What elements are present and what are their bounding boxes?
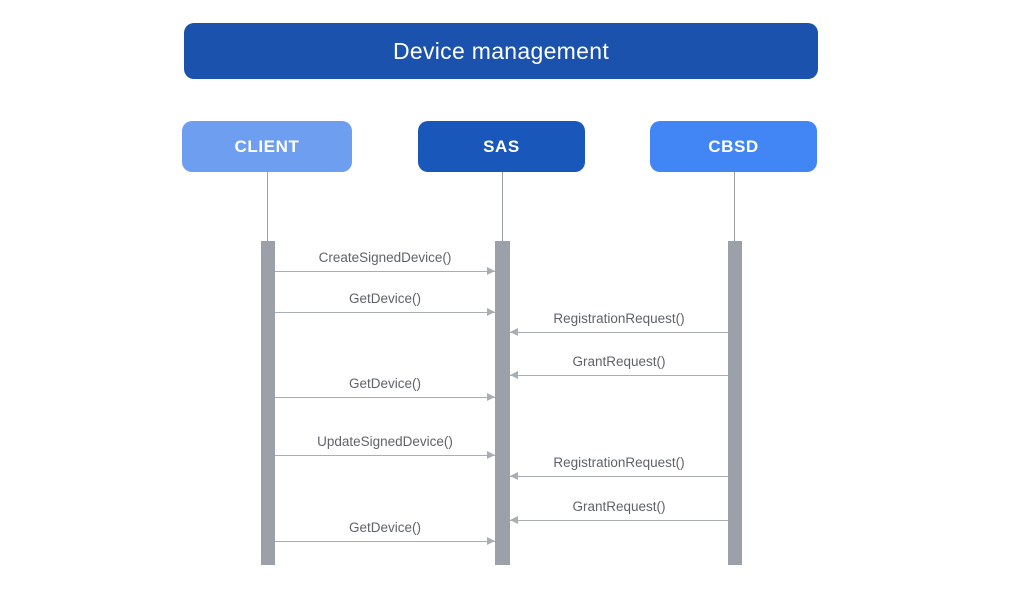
message-7-cbsd-to-sas: RegistrationRequest() xyxy=(510,449,728,480)
diagram-title: Device management xyxy=(392,37,610,64)
message-arrow-line xyxy=(510,374,728,376)
message-arrow-line xyxy=(510,475,728,477)
message-arrow-line xyxy=(275,270,495,272)
actor-sas-label: SAS xyxy=(483,136,520,156)
sas-activation-bar xyxy=(495,241,510,565)
arrowhead-left-icon xyxy=(510,371,518,379)
actor-sas: SAS xyxy=(418,121,585,172)
message-label: UpdateSignedDevice() xyxy=(317,434,453,449)
arrowhead-left-icon xyxy=(510,472,518,480)
arrowhead-right-icon xyxy=(487,537,495,545)
arrowhead-right-icon xyxy=(487,451,495,459)
message-label: GrantRequest() xyxy=(572,354,666,369)
actor-client-label: CLIENT xyxy=(234,136,300,156)
message-arrow-line xyxy=(275,454,495,456)
message-9-client-to-sas: GetDevice() xyxy=(275,514,495,545)
arrowhead-left-icon xyxy=(510,516,518,524)
arrowhead-right-icon xyxy=(487,308,495,316)
client-activation-bar xyxy=(261,241,275,565)
message-6-client-to-sas: UpdateSignedDevice() xyxy=(275,428,495,459)
message-3-cbsd-to-sas: RegistrationRequest() xyxy=(510,305,728,336)
diagram-title-bar: Device management xyxy=(184,23,818,79)
message-arrow-line xyxy=(510,331,728,333)
message-label: GetDevice() xyxy=(348,520,421,535)
message-label: CreateSignedDevice() xyxy=(318,250,452,265)
client-lifeline xyxy=(267,172,268,241)
message-4-cbsd-to-sas: GrantRequest() xyxy=(510,348,728,379)
message-5-client-to-sas: GetDevice() xyxy=(275,370,495,401)
message-label: RegistrationRequest() xyxy=(553,311,685,326)
arrowhead-right-icon xyxy=(487,393,495,401)
message-1-client-to-sas: CreateSignedDevice() xyxy=(275,244,495,275)
sas-lifeline xyxy=(502,172,503,241)
arrowhead-right-icon xyxy=(487,267,495,275)
message-8-cbsd-to-sas: GrantRequest() xyxy=(510,493,728,524)
message-label: GrantRequest() xyxy=(572,499,666,514)
cbsd-lifeline xyxy=(734,172,735,241)
message-arrow-line xyxy=(275,396,495,398)
message-2-client-to-sas: GetDevice() xyxy=(275,285,495,316)
message-label: GetDevice() xyxy=(348,376,421,391)
message-label: GetDevice() xyxy=(348,291,421,306)
actor-cbsd-label: CBSD xyxy=(708,136,759,156)
cbsd-activation-bar xyxy=(728,241,742,565)
arrowhead-left-icon xyxy=(510,328,518,336)
actor-client: CLIENT xyxy=(182,121,352,172)
actor-cbsd: CBSD xyxy=(650,121,817,172)
message-arrow-line xyxy=(275,540,495,542)
message-arrow-line xyxy=(510,519,728,521)
message-label: RegistrationRequest() xyxy=(553,455,685,470)
message-arrow-line xyxy=(275,311,495,313)
